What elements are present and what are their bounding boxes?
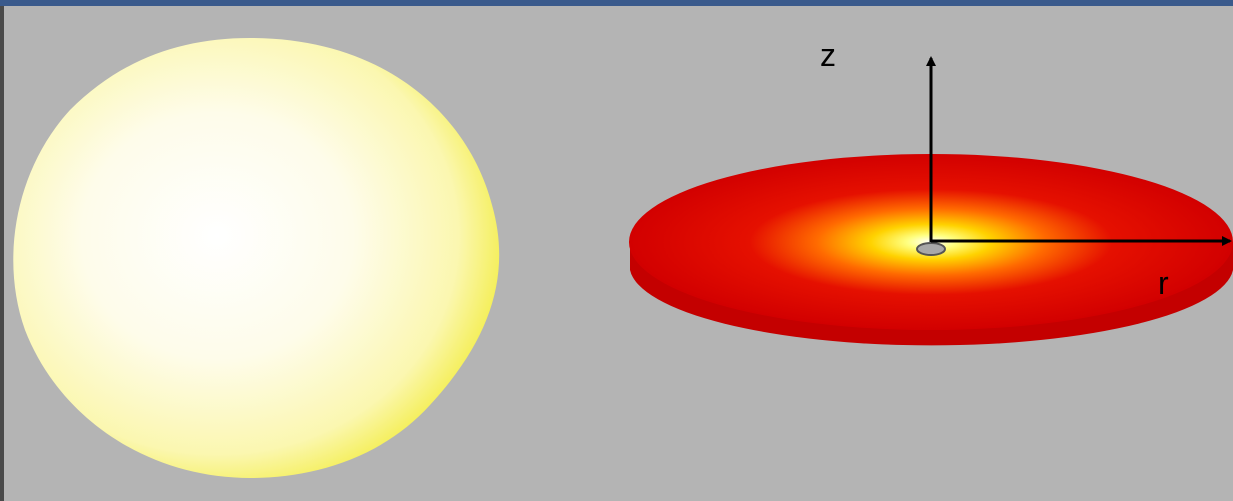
r-axis-label: r (1158, 265, 1169, 301)
frame-top-bar (0, 0, 1233, 6)
sphere (13, 38, 500, 478)
disk-center-hole (916, 242, 946, 256)
frame-left-edge (0, 6, 4, 501)
z-axis-label: z (820, 37, 836, 73)
